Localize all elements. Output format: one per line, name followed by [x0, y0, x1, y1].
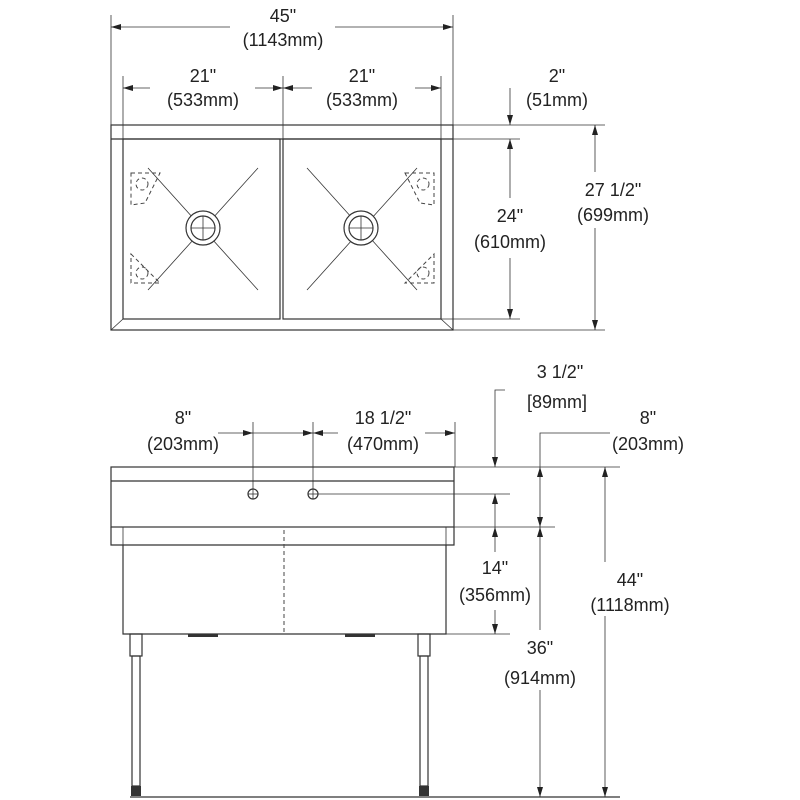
right-bowl: [282, 138, 442, 320]
elevation-dimensions: 8" (203mm) 18 1/2" (470mm) 3 1/2" [89mm]…: [147, 362, 684, 797]
left-bowl-width-mm: (533mm): [167, 90, 239, 110]
faucet-height-mm: [89mm]: [527, 392, 587, 412]
plan-view: 45" (1143mm) 21" (533mm) 21" (533mm) 2" …: [110, 6, 649, 331]
faucet-hole-icon: [307, 488, 319, 500]
drain-outlet: [188, 634, 218, 637]
backsplash-depth-in: 2": [549, 66, 565, 86]
drain-icon: [185, 210, 221, 246]
backsplash-front: [110, 466, 455, 528]
rim: [110, 527, 455, 546]
drain-icon: [343, 210, 379, 246]
bowl-depth-in: 24": [497, 206, 523, 226]
overall-depth-in: 27 1/2": [585, 180, 641, 200]
backsplash-depth-mm: (51mm): [526, 90, 588, 110]
bowl-height-in: 14": [482, 558, 508, 578]
sink-outline-top: [110, 124, 454, 331]
overall-width-in: 45": [270, 6, 296, 26]
bowl-body: [122, 545, 447, 635]
right-bowl-width-in: 21": [349, 66, 375, 86]
faucet-spacing-in: 8": [175, 408, 191, 428]
bowl-height-mm: (356mm): [459, 585, 531, 605]
right-bowl-width-mm: (533mm): [326, 90, 398, 110]
left-bowl-width-in: 21": [190, 66, 216, 86]
backsplash-height-in: 8": [640, 408, 656, 428]
elevation-view: 8" (203mm) 18 1/2" (470mm) 3 1/2" [89mm]…: [110, 362, 684, 798]
backsplash-height-mm: (203mm): [612, 434, 684, 454]
drain-outlet: [345, 634, 375, 637]
overall-width-mm: (1143mm): [243, 30, 324, 50]
overall-height-in: 44": [617, 570, 643, 590]
corner-gussets: [130, 172, 435, 284]
plan-dimensions: 45" (1143mm) 21" (533mm) 21" (533mm) 2" …: [110, 6, 649, 331]
rim-height-mm: (914mm): [504, 668, 576, 688]
overall-depth-mm: (699mm): [577, 205, 649, 225]
faucet-to-edge-in: 18 1/2": [355, 408, 411, 428]
faucet-height-in: 3 1/2": [537, 362, 583, 382]
faucet-to-edge-mm: (470mm): [347, 434, 419, 454]
left-leg: [129, 633, 143, 796]
left-bowl: [122, 138, 281, 320]
rim-height-in: 36": [527, 638, 553, 658]
right-leg: [417, 633, 431, 796]
faucet-spacing-mm: (203mm): [147, 434, 219, 454]
overall-height-mm: (1118mm): [590, 595, 669, 615]
faucet-hole-icon: [247, 488, 259, 500]
bowl-depth-mm: (610mm): [474, 232, 546, 252]
